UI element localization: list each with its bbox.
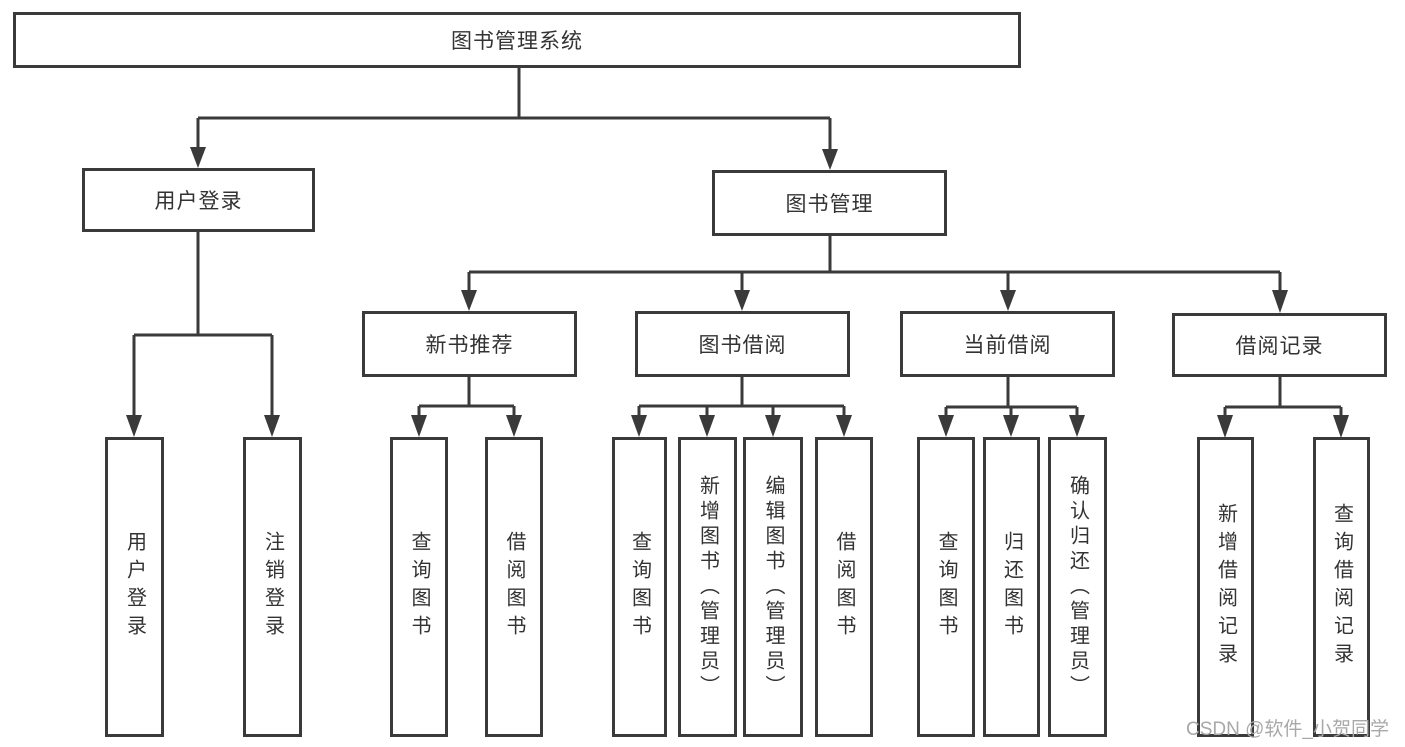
arrowhead bbox=[836, 415, 852, 437]
node-new-book-recommend: 新书推荐 bbox=[362, 311, 577, 377]
arrowhead bbox=[264, 415, 280, 437]
node-label: 注销登录 bbox=[261, 531, 284, 643]
node-user-login: 用户登录 bbox=[82, 168, 315, 232]
arrowhead bbox=[190, 147, 206, 168]
leaf-query-books-3: 查询图书 bbox=[917, 437, 975, 737]
connector-line bbox=[132, 232, 274, 416]
arrowhead bbox=[126, 415, 142, 437]
csdn-watermark: CSDN @软件_小贺同学 bbox=[1186, 719, 1389, 740]
node-borrow-records: 借阅记录 bbox=[1172, 313, 1387, 377]
node-label: 查询图书 bbox=[935, 531, 957, 643]
node-label: 借阅记录 bbox=[1235, 335, 1324, 358]
connector-line bbox=[1223, 377, 1343, 416]
connector-root-to-level2 bbox=[190, 68, 838, 170]
arrowhead bbox=[938, 415, 954, 437]
node-label: 编辑图书（管理员） bbox=[762, 474, 784, 700]
arrowhead bbox=[1272, 290, 1288, 313]
node-label: 当前借阅 bbox=[963, 334, 1052, 357]
connector-line bbox=[637, 377, 846, 416]
leaf-logout: 注销登录 bbox=[243, 437, 302, 737]
connector-new-books-to-leaves bbox=[411, 377, 522, 437]
leaf-edit-books-admin: 编辑图书（管理员） bbox=[743, 437, 803, 737]
arrowhead bbox=[461, 290, 477, 311]
leaf-query-borrow-record: 查询借阅记录 bbox=[1313, 437, 1370, 737]
node-label: 新增借阅记录 bbox=[1214, 503, 1237, 671]
arrowhead bbox=[699, 415, 715, 437]
arrowhead bbox=[1000, 290, 1016, 311]
node-label: 新书推荐 bbox=[425, 334, 514, 357]
leaf-confirm-return-admin: 确认归还（管理员） bbox=[1048, 437, 1107, 737]
node-current-borrow: 当前借阅 bbox=[900, 311, 1115, 377]
arrowhead bbox=[1217, 415, 1233, 438]
node-label: 图书管理系统 bbox=[451, 30, 583, 53]
arrowhead bbox=[822, 149, 838, 170]
arrowhead bbox=[1003, 415, 1019, 437]
connector-book-mgmt-to-level3 bbox=[461, 236, 1288, 313]
leaf-query-books-1: 查询图书 bbox=[390, 437, 448, 737]
arrowhead bbox=[734, 290, 750, 311]
connector-user-login-to-leaves bbox=[126, 232, 280, 437]
node-label: 查询图书 bbox=[628, 531, 651, 643]
arrowhead bbox=[411, 415, 427, 437]
connector-line bbox=[944, 377, 1079, 416]
leaf-add-borrow-record: 新增借阅记录 bbox=[1197, 437, 1254, 737]
connector-borrow-to-leaves bbox=[631, 377, 852, 437]
arrowhead bbox=[631, 415, 647, 437]
leaf-add-books-admin: 新增图书（管理员） bbox=[678, 437, 737, 737]
arrowhead bbox=[1069, 415, 1085, 437]
node-label: 借阅图书 bbox=[503, 531, 525, 643]
node-label: 查询图书 bbox=[408, 531, 430, 643]
node-label: 归还图书 bbox=[1000, 531, 1023, 643]
node-label: 用户登录 bbox=[154, 190, 243, 213]
node-label: 图书借阅 bbox=[698, 334, 787, 357]
arrowhead bbox=[506, 415, 522, 437]
arrowhead bbox=[765, 415, 781, 437]
connector-current-to-leaves bbox=[938, 377, 1085, 437]
node-root-system: 图书管理系统 bbox=[13, 12, 1021, 68]
arrowhead bbox=[1333, 415, 1349, 438]
leaf-borrow-books-1: 借阅图书 bbox=[485, 437, 543, 737]
node-label: 确认归还（管理员） bbox=[1066, 474, 1089, 700]
node-label: 查询借阅记录 bbox=[1330, 503, 1353, 671]
node-label: 借阅图书 bbox=[833, 531, 855, 643]
leaf-query-books-2: 查询图书 bbox=[612, 437, 667, 737]
node-label: 新增图书（管理员） bbox=[696, 474, 719, 700]
connector-line bbox=[196, 68, 832, 150]
connector-line bbox=[417, 377, 516, 416]
leaf-return-books: 归还图书 bbox=[983, 437, 1040, 737]
node-label: 用户登录 bbox=[123, 531, 146, 643]
node-book-borrow: 图书借阅 bbox=[635, 311, 850, 377]
node-label: 图书管理 bbox=[785, 193, 874, 216]
node-book-management: 图书管理 bbox=[712, 170, 947, 236]
leaf-user-login: 用户登录 bbox=[105, 437, 164, 737]
connector-line bbox=[467, 236, 1282, 291]
connector-records-to-leaves bbox=[1217, 377, 1349, 438]
leaf-borrow-books-2: 借阅图书 bbox=[815, 437, 873, 737]
